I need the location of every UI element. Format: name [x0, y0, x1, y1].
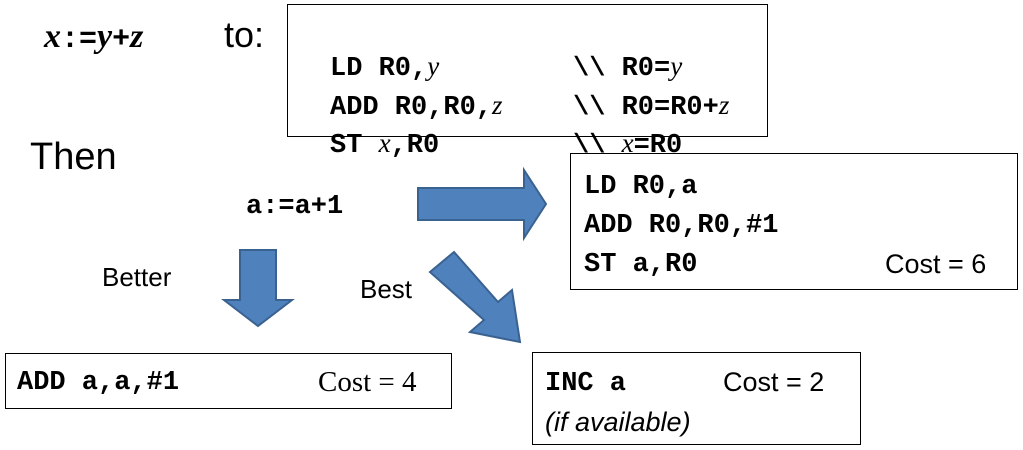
best-label: Best: [360, 274, 413, 304]
generic-code-comment: \\ R0=R0+z: [573, 90, 730, 123]
better-code-box: ADD a,a,#1 Cost = 4: [5, 353, 452, 409]
better-label: Better: [102, 262, 172, 292]
source-statement: x:=y+z: [44, 18, 143, 57]
naive-cost: Cost = 6: [885, 249, 987, 279]
best-cost: Cost = 2: [723, 367, 825, 397]
naive-code-line: LD R0,a: [584, 172, 698, 202]
naive-code-line: ST a,R0: [584, 250, 698, 280]
better-code: ADD a,a,#1: [17, 368, 180, 398]
statement-rhs-b: z: [130, 18, 144, 55]
generic-code-comment: \\ R0=y: [573, 51, 683, 84]
best-code-box: INC a Cost = 2 (if available): [532, 352, 861, 445]
best-note: (if available): [545, 407, 691, 437]
generic-code-line: ST x,R0: [330, 128, 440, 161]
arrow-down-right-icon: [428, 250, 522, 344]
statement-lhs: x: [44, 18, 61, 55]
generic-code-line: ADD R0,R0,z: [330, 90, 503, 123]
to-label: to:: [224, 14, 265, 55]
then-label: Then: [30, 136, 117, 178]
better-cost: Cost = 4: [318, 366, 417, 398]
arrow-right-icon: [417, 166, 548, 242]
statement-plus: +: [112, 23, 131, 57]
naive-code-box: LD R0,a ADD R0,R0,#1 ST a,R0 Cost = 6: [570, 153, 1018, 290]
statement-op: :=: [61, 23, 98, 57]
generic-code-box: LD R0,y \\ R0=y ADD R0,R0,z \\ R0=R0+z S…: [287, 4, 768, 161]
example-statement: a:=a+1: [246, 192, 344, 222]
statement-rhs-a: y: [97, 18, 113, 55]
generic-code-line: LD R0,y: [330, 51, 440, 84]
naive-code-line: ADD R0,R0,#1: [584, 211, 779, 241]
arrow-down-icon: [221, 249, 295, 328]
best-code: INC a: [545, 369, 627, 399]
